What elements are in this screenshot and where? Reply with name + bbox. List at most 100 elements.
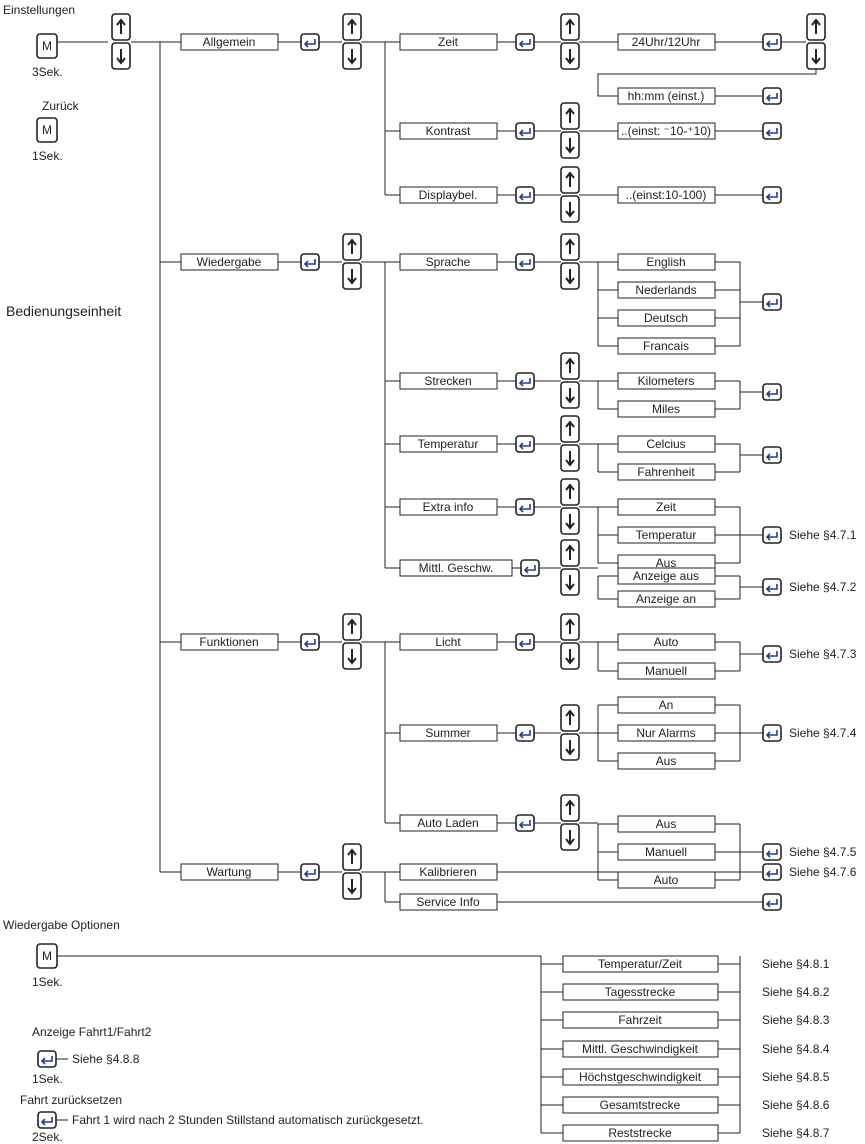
enter-key-icon xyxy=(37,1050,57,1068)
option-nederlands[interactable]: Nederlands xyxy=(598,281,740,299)
option-deutsch[interactable]: Deutsch xyxy=(598,309,740,327)
option-extra-temperatur[interactable]: Temperatur xyxy=(598,526,740,544)
option-fahrenheit[interactable]: Fahrenheit xyxy=(598,463,740,481)
enter-key-icon xyxy=(762,526,782,544)
option-english[interactable]: English xyxy=(617,253,740,271)
down-arrow-key-icon xyxy=(560,568,580,596)
option-celcius[interactable]: Celcius xyxy=(617,435,740,453)
submenu-kalibrieren[interactable]: Kalibrieren xyxy=(399,863,498,881)
submenu-strecken[interactable]: Strecken xyxy=(385,372,498,390)
option-francais[interactable]: Francais xyxy=(598,337,740,355)
menu-wiedergabe[interactable]: Wiedergabe xyxy=(160,253,279,271)
option-kilometers[interactable]: Kilometers xyxy=(617,372,740,390)
down-arrow-key-icon xyxy=(560,642,580,670)
submenu-extra-info[interactable]: Extra info xyxy=(385,498,498,516)
submenu-auto-laden[interactable]: Auto Laden xyxy=(385,814,498,832)
enter-key-icon xyxy=(515,33,535,51)
display-option-temp-zeit[interactable]: Temperatur/Zeit xyxy=(541,955,740,973)
enter-key-icon xyxy=(762,645,782,663)
option-laden-aus[interactable]: Aus xyxy=(598,815,740,833)
svg-text:An: An xyxy=(659,698,674,712)
submenu-licht[interactable]: Licht xyxy=(399,633,498,651)
display-option-hoechstgeschwindigkeit[interactable]: Höchstgeschwindigkeit xyxy=(541,1068,740,1086)
svg-text:Wartung: Wartung xyxy=(207,865,252,879)
option-anzeige-an[interactable]: Anzeige an xyxy=(598,590,740,608)
svg-text:..(einst:10-100): ..(einst:10-100) xyxy=(626,188,707,202)
down-arrow-key-icon xyxy=(560,507,580,535)
svg-text:Anzeige an: Anzeige an xyxy=(636,592,696,606)
display-option-fahrzeit[interactable]: Fahrzeit xyxy=(541,1011,740,1029)
enter-key-icon xyxy=(515,186,535,204)
option-laden-auto[interactable]: Auto xyxy=(598,871,740,889)
svg-text:Gesamtstrecke: Gesamtstrecke xyxy=(600,1098,681,1112)
up-arrow-key-icon xyxy=(342,13,362,41)
ref-auto-laden: Siehe §4.7.5 xyxy=(789,845,857,859)
down-arrow-key-icon xyxy=(342,872,362,900)
display-option-mittl-geschwindigkeit[interactable]: Mittl. Geschwindigkeit xyxy=(541,1040,740,1058)
submenu-summer[interactable]: Summer xyxy=(385,724,498,742)
up-arrow-key-icon xyxy=(806,13,826,41)
option-laden-manuell[interactable]: Manuell xyxy=(598,843,740,861)
submenu-mittl-geschw[interactable]: Mittl. Geschw. xyxy=(385,559,513,577)
option-zeit-format[interactable]: 24Uhr/12Uhr xyxy=(617,33,716,51)
option-licht-auto[interactable]: Auto xyxy=(617,633,740,651)
down-arrow-key-icon xyxy=(560,823,580,851)
submenu-displaybel[interactable]: Displaybel. xyxy=(385,186,498,204)
display-option-tagesstrecke[interactable]: Tagesstrecke xyxy=(541,983,740,1001)
option-summer-aus[interactable]: Aus xyxy=(598,752,740,770)
enter-key-icon xyxy=(515,724,535,742)
ref-licht: Siehe §4.7.3 xyxy=(789,647,857,661)
up-arrow-key-icon xyxy=(342,233,362,261)
down-arrow-key-icon xyxy=(342,42,362,70)
option-extra-aus[interactable]: Aus xyxy=(598,554,740,572)
enter-key-icon xyxy=(515,122,535,140)
svg-text:Fahrenheit: Fahrenheit xyxy=(637,465,695,479)
up-arrow-key-icon xyxy=(560,704,580,732)
submenu-zeit[interactable]: Zeit xyxy=(399,33,498,51)
trip-toggle-time: 1Sek. xyxy=(32,1072,63,1086)
svg-text:Francais: Francais xyxy=(643,339,689,353)
svg-text:Sprache: Sprache xyxy=(426,255,471,269)
settings-title: Einstellungen xyxy=(3,3,75,17)
down-arrow-key-icon xyxy=(560,381,580,409)
option-anzeige-aus[interactable]: Anzeige aus xyxy=(617,567,740,585)
submenu-service-info[interactable]: Service Info xyxy=(385,893,498,911)
svg-text:Celcius: Celcius xyxy=(646,437,685,451)
svg-text:Auto Laden: Auto Laden xyxy=(417,816,478,830)
svg-text:Zeit: Zeit xyxy=(438,35,459,49)
option-zeit-set[interactable]: hh:mm (einst.) xyxy=(617,87,716,105)
option-summer-an[interactable]: An xyxy=(598,696,740,714)
up-arrow-key-icon xyxy=(560,166,580,194)
option-summer-nur-alarms[interactable]: Nur Alarms xyxy=(598,724,740,742)
enter-key-icon xyxy=(515,435,535,453)
enter-key-icon xyxy=(762,724,782,742)
menu-wartung[interactable]: Wartung xyxy=(160,863,279,881)
svg-text:hh:mm (einst.): hh:mm (einst.) xyxy=(628,89,705,103)
svg-text:Extra info: Extra info xyxy=(423,500,474,514)
svg-text:Nur Alarms: Nur Alarms xyxy=(636,726,695,740)
option-displaybel[interactable]: ..(einst:10-100) xyxy=(617,186,716,204)
trip-reset-desc: Fahrt 1 wird nach 2 Stunden Stillstand a… xyxy=(72,1113,424,1127)
menu-allgemein[interactable]: Allgemein xyxy=(160,33,279,51)
option-licht-manuell[interactable]: Manuell xyxy=(598,662,740,680)
submenu-sprache[interactable]: Sprache xyxy=(399,253,498,271)
svg-text:Tagesstrecke: Tagesstrecke xyxy=(605,985,676,999)
submenu-temperatur[interactable]: Temperatur xyxy=(385,435,498,453)
svg-text:Licht: Licht xyxy=(435,635,461,649)
up-arrow-key-icon xyxy=(342,613,362,641)
enter-key-icon xyxy=(515,372,535,390)
display-option-gesamtstrecke[interactable]: Gesamtstrecke xyxy=(541,1096,740,1114)
ref-display-option-7: Siehe §4.8.7 xyxy=(762,1126,830,1140)
option-miles[interactable]: Miles xyxy=(598,400,740,418)
submenu-kontrast[interactable]: Kontrast xyxy=(385,122,498,140)
display-option-reststrecke[interactable]: Reststrecke xyxy=(541,1124,740,1142)
up-arrow-key-icon xyxy=(560,233,580,261)
trip-toggle-title: Anzeige Fahrt1/Fahrt2 xyxy=(32,1025,152,1039)
menu-funktionen[interactable]: Funktionen xyxy=(160,633,279,651)
option-extra-zeit[interactable]: Zeit xyxy=(617,498,740,516)
ref-kalibrieren: Siehe §4.7.6 xyxy=(789,865,857,879)
enter-key-icon xyxy=(300,633,320,651)
enter-key-icon xyxy=(300,863,320,881)
ref-display-option-3: Siehe §4.8.3 xyxy=(762,1013,830,1027)
option-kontrast[interactable]: ..(einst: ⁻10-⁺10) xyxy=(617,122,716,140)
